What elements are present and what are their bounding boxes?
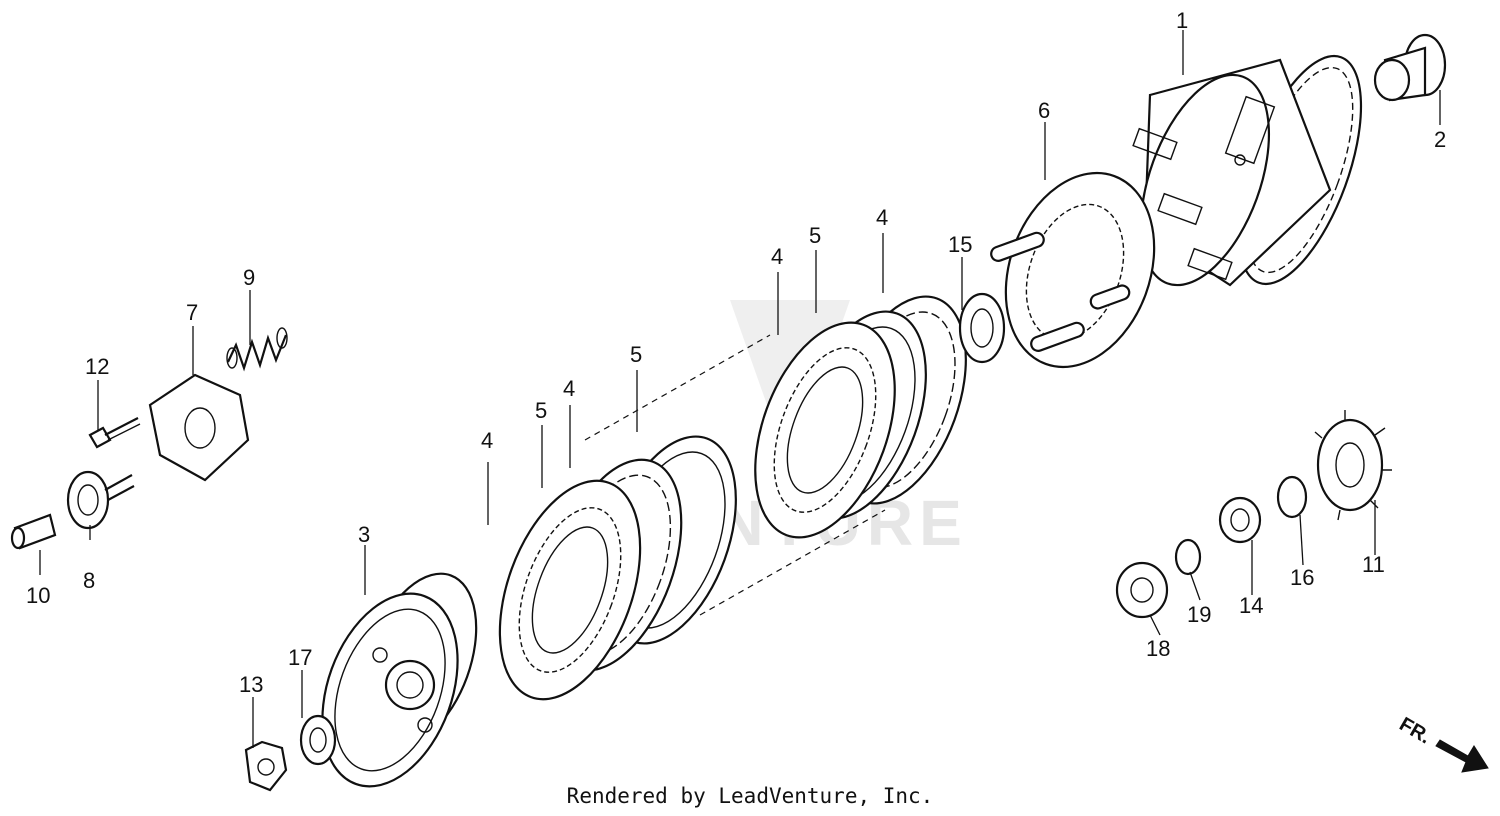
callout-10: 10 [26,583,50,608]
callout-15: 15 [948,232,972,257]
callout-6: 6 [1038,98,1050,123]
render-credit: Rendered by LeadVenture, Inc. [566,784,934,808]
part-19-ring [1174,538,1202,576]
clutch-plate-pack-upper [754,295,967,539]
part-15-washer [958,292,1006,364]
callout-11: 11 [1362,552,1385,577]
guide-line-upper [584,334,771,441]
callout-5b: 5 [630,342,642,367]
part-9-spring [226,327,288,372]
front-arrow-icon [1435,739,1489,773]
callout-5c: 5 [809,223,821,248]
part-13-lock-nut [244,740,288,792]
callout-14: 14 [1239,593,1263,618]
callout-9: 9 [243,265,255,290]
part-8-lifter-bearing [66,470,135,530]
part-10-lifter-rod [10,513,57,550]
callout-12: 12 [85,354,109,379]
callout-3: 3 [358,522,370,547]
part-1-clutch-outer [1132,54,1363,287]
callout-4b: 4 [563,376,575,401]
callout-4d: 4 [876,205,888,230]
callout-2: 2 [1434,127,1446,152]
callout-17: 17 [288,645,312,670]
callout-7: 7 [186,300,198,325]
part-2-bushing [1373,33,1447,102]
part-17-washer [299,714,337,766]
callout-4c: 4 [771,244,783,269]
leader-lines [39,30,1441,748]
part-12-bolt [88,417,141,449]
part-7-lifter-plate [148,373,250,482]
part-11-gear [1314,410,1392,521]
callout-1: 1 [1176,8,1188,33]
front-label: FR. [1396,713,1435,748]
clutch-plate-pack-lower [498,435,737,701]
callouts: 1 2 3 4 4 4 4 5 5 5 6 7 8 9 10 11 12 13 … [26,8,1446,697]
guide-line-lower [699,509,886,616]
callout-19: 19 [1187,602,1211,627]
part-6-pressure-plate [990,171,1156,369]
part-16-washer [1276,475,1308,519]
part-18-bearing [1115,561,1169,619]
callout-4a: 4 [481,428,493,453]
callout-16: 16 [1290,565,1314,590]
callout-5a: 5 [535,398,547,423]
callout-13: 13 [239,672,263,697]
part-14-bearing [1218,496,1262,544]
front-direction-indicator: FR. [1396,713,1489,773]
callout-8: 8 [83,568,95,593]
part-3-clutch-center [321,572,478,788]
callout-18: 18 [1146,636,1170,661]
